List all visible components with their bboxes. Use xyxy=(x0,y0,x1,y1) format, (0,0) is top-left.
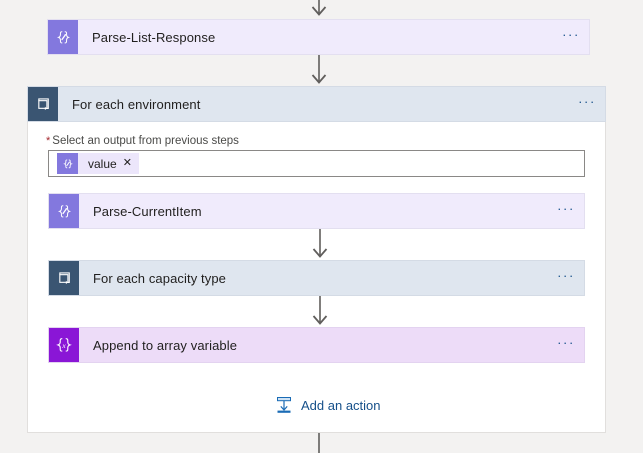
action-card-menu-button[interactable]: ··· xyxy=(557,201,575,216)
action-card-menu-button[interactable]: ··· xyxy=(562,27,580,42)
action-card-append-to-array-variable[interactable]: x Append to array variable ··· xyxy=(48,327,585,363)
foreach-loop-icon xyxy=(28,87,58,121)
required-asterisk: * xyxy=(46,135,51,147)
scope-for-each-environment: For each environment ··· *Select an outp… xyxy=(27,86,606,433)
connector-bottom xyxy=(307,433,331,453)
action-card-title: Append to array variable xyxy=(93,337,238,353)
parse-json-icon xyxy=(48,20,78,54)
action-card-for-each-capacity-type[interactable]: For each capacity type ··· xyxy=(48,260,585,296)
scope-title: For each environment xyxy=(72,96,201,112)
token-label: value xyxy=(88,156,117,171)
parse-json-icon xyxy=(49,194,79,228)
action-card-menu-button[interactable]: ··· xyxy=(557,268,575,283)
svg-text:x: x xyxy=(61,341,66,350)
action-card-parse-list-response[interactable]: Parse-List-Response ··· xyxy=(47,19,590,55)
action-card-menu-button[interactable]: ··· xyxy=(557,335,575,350)
connector-parse-to-capacity-loop xyxy=(308,229,332,260)
connector-top xyxy=(307,0,331,18)
action-card-parse-current-item[interactable]: Parse-CurrentItem ··· xyxy=(48,193,585,229)
action-card-title: Parse-CurrentItem xyxy=(93,203,202,219)
action-card-title: Parse-List-Response xyxy=(92,29,216,45)
scope-menu-button[interactable]: ··· xyxy=(578,94,596,109)
select-output-input[interactable]: value ✕ xyxy=(48,150,585,177)
action-card-title: For each capacity type xyxy=(93,270,226,286)
field-label-text: Select an output from previous steps xyxy=(52,135,239,147)
connector-capacity-loop-to-append xyxy=(308,296,332,327)
scope-header-for-each-environment[interactable]: For each environment ··· xyxy=(27,86,606,122)
token-chip-value[interactable]: value ✕ xyxy=(57,153,139,174)
add-an-action-label: Add an action xyxy=(301,397,381,413)
insert-action-icon xyxy=(274,395,294,415)
connector-parse-to-foreach xyxy=(307,55,331,86)
field-label-select-output: *Select an output from previous steps xyxy=(46,135,239,147)
add-an-action-button[interactable]: Add an action xyxy=(274,395,381,415)
foreach-loop-icon xyxy=(49,261,79,295)
variable-icon: x xyxy=(49,328,79,362)
parse-json-icon xyxy=(57,153,78,174)
token-remove-icon[interactable]: ✕ xyxy=(122,157,132,169)
